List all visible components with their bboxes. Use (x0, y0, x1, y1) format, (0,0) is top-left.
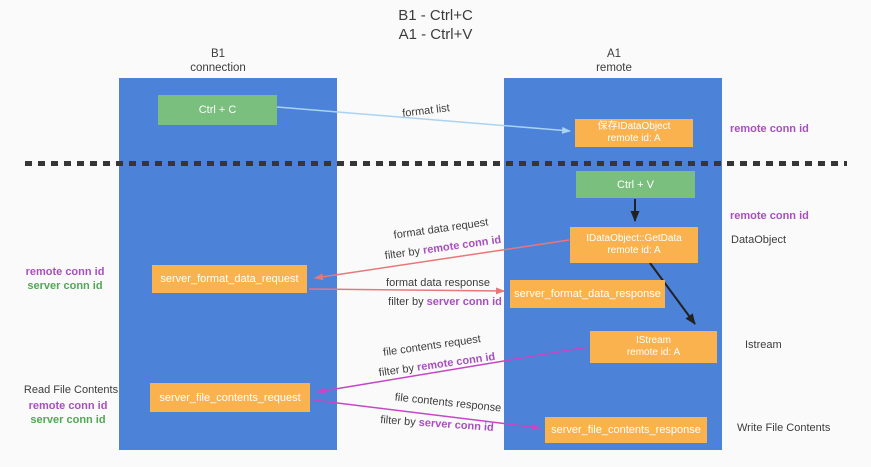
left-conn-id-group-1: remote conn id server conn id (26, 266, 105, 293)
label-left-server-conn-id-1: server conn id (27, 279, 103, 292)
filter-by-text: filter by (379, 414, 420, 429)
title-line-1: B1 - Ctrl+C (398, 7, 473, 24)
node-server-file-contents-response: server_file_contents_response (545, 417, 707, 443)
filter-by-text: filter by (384, 244, 424, 263)
remote-conn-id-text: remote conn id (422, 233, 502, 257)
left-conn-id-group-2: remote conn id server conn id (29, 400, 108, 427)
edge-label-format-data-response: format data response (386, 277, 490, 289)
lane-a1-name: A1 (606, 48, 622, 60)
label-read-file-contents: Read File Contents (23, 384, 119, 396)
arrow-format-data-response (308, 287, 505, 295)
node-server-format-data-response: server_format_data_response (510, 280, 665, 308)
node-format-response-label: server_format_data_response (514, 288, 661, 300)
node-file-response-label: server_file_contents_response (551, 424, 701, 436)
node-ctrl-v-label: Ctrl + V (617, 178, 654, 191)
node-idataobject-getdata: IDataObject::GetData remote id: A (570, 227, 698, 263)
node-save-idataobject-line2: remote id: A (607, 133, 661, 144)
lane-header-a1: A1 remote (596, 48, 632, 75)
label-write-file-contents: Write File Contents (737, 422, 831, 434)
node-istream-line1: IStream (635, 334, 671, 346)
node-server-format-data-request: server_format_data_request (152, 265, 307, 293)
filter-by-text: filter by (388, 296, 427, 308)
node-ctrl-v: Ctrl + V (576, 171, 695, 198)
server-conn-id-text: server conn id (426, 296, 502, 308)
diagram-title: B1 - Ctrl+C A1 - Ctrl+V (0, 6, 871, 44)
edge-label-format-list: format list (401, 102, 451, 120)
title-line-2: A1 - Ctrl+V (398, 26, 473, 43)
edge-label-file-contents-response: file contents response (394, 391, 502, 415)
node-server-file-contents-request: server_file_contents_request (150, 383, 310, 412)
node-file-request-label: server_file_contents_request (159, 391, 301, 404)
node-getdata-line1: IDataObject::GetData (586, 232, 682, 244)
label-left-server-conn-id-2: server conn id (30, 413, 106, 426)
label-left-remote-conn-id-1: remote conn id (25, 266, 105, 278)
node-format-request-label: server_format_data_request (160, 273, 299, 285)
filter-by-text: filter by (378, 361, 418, 380)
lane-b1-name: B1 (210, 48, 226, 60)
edge-label-file-response-filter: filter by server conn id (380, 414, 494, 434)
node-istream: IStream remote id: A (590, 331, 717, 363)
lane-b1-subtitle: connection (190, 61, 246, 74)
node-save-idataobject: 保存IDataObject remote id: A (575, 119, 693, 147)
lane-a1-subtitle: remote (596, 61, 632, 74)
label-remote-conn-id-top: remote conn id (730, 123, 809, 135)
label-remote-conn-id-mid: remote conn id (730, 210, 809, 222)
node-ctrl-c: Ctrl + C (158, 95, 277, 125)
remote-conn-id-text: remote conn id (416, 350, 496, 374)
edge-label-format-response-filter: filter by server conn id (388, 296, 502, 308)
node-istream-line2: remote id: A (626, 347, 681, 358)
server-conn-id-text: server conn id (418, 416, 495, 434)
node-ctrl-c-label: Ctrl + C (198, 104, 237, 116)
label-dataobject: DataObject (731, 234, 787, 246)
node-save-idataobject-line1: 保存IDataObject (597, 120, 671, 132)
node-getdata-line2: remote id: A (607, 245, 661, 256)
dashed-divider (25, 161, 847, 166)
lane-header-b1: B1 connection (190, 48, 246, 75)
label-left-remote-conn-id-2: remote conn id (28, 400, 108, 412)
label-istream: Istream (745, 339, 782, 351)
